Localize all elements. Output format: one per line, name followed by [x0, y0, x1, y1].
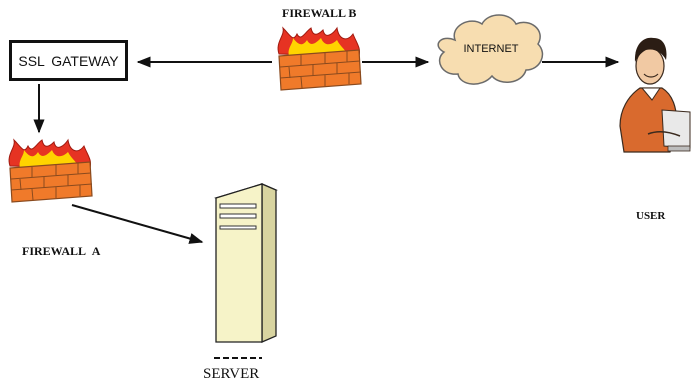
- firewall-a-icon: [8, 138, 93, 203]
- arrow-firewall-a-to-server: [71, 204, 204, 244]
- server-label: SERVER: [203, 366, 260, 382]
- server-icon: [214, 183, 278, 359]
- firewall-b-label: FIREWALL B: [282, 6, 357, 20]
- cloud-icon: [437, 14, 544, 85]
- firewall-a-label: FIREWALL A: [22, 244, 101, 258]
- ssl-gateway-box: SSL GATEWAY: [9, 40, 128, 81]
- user-label: USER: [636, 210, 666, 222]
- user-computer-icon: [619, 37, 691, 153]
- internet-label: INTERNET: [464, 43, 519, 55]
- internet-cloud: INTERNET: [437, 14, 544, 85]
- firewall-b-icon: [277, 26, 362, 91]
- ssl-gateway-label: SSL GATEWAY: [18, 52, 119, 69]
